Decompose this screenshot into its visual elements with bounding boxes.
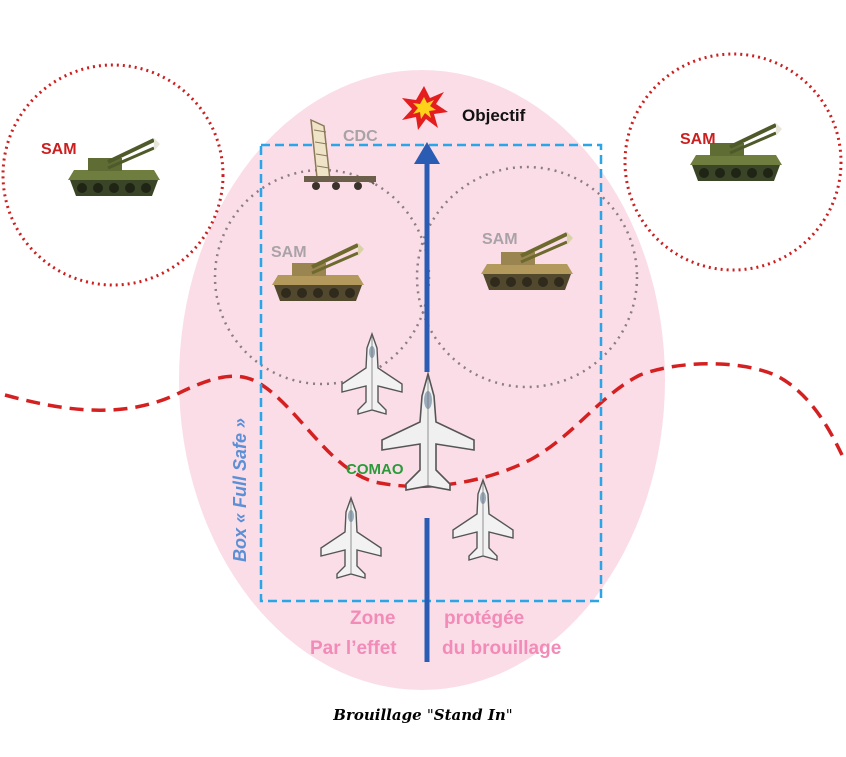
sam-jammed-circle-right xyxy=(415,165,639,389)
zone-label-line3: Par l’effet xyxy=(310,638,397,659)
sam-threat-circle-right xyxy=(623,52,843,272)
zone-label-line2: protégée xyxy=(444,608,524,629)
ingress-arrow-head xyxy=(414,142,440,164)
explosion-icon xyxy=(402,86,448,130)
front-line xyxy=(4,362,844,489)
zone-label-line1: Zone xyxy=(350,608,395,629)
radar-icon xyxy=(304,118,376,190)
sam-label-left-inner: SAM xyxy=(271,244,307,261)
caption-open-quote: " xyxy=(426,706,434,724)
objective-label: Objectif xyxy=(462,106,526,125)
cdc-label: CDC xyxy=(343,128,378,145)
sam-label-right-inner: SAM xyxy=(482,231,518,248)
caption-prefix: Brouillage xyxy=(333,706,427,724)
zone-label-line4: du brouillage xyxy=(442,638,561,659)
sam-label-right-outer: SAM xyxy=(680,131,716,148)
sam-tank-icon-left-outer xyxy=(66,136,162,198)
figure-caption: Brouillage "Stand In" xyxy=(0,706,846,724)
protected-zone xyxy=(179,70,665,690)
sam-label-left-outer: SAM xyxy=(41,141,77,158)
full-safe-box xyxy=(259,143,603,603)
comao-label: COMAO xyxy=(346,461,404,478)
caption-emphasis: Stand In xyxy=(433,706,506,724)
full-safe-box-label: Box « Full Safe » xyxy=(230,418,250,562)
sam-threat-circle-left xyxy=(1,63,225,287)
caption-close-quote: " xyxy=(505,706,513,724)
